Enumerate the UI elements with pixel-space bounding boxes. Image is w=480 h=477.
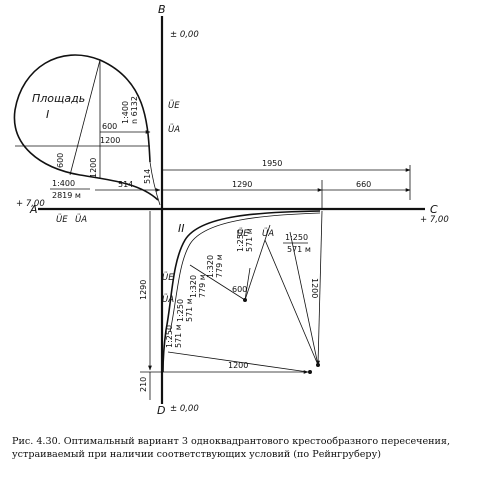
dim-1290-vertical: 1290 [139, 280, 148, 300]
ramp-code-ua-left: ÜA [75, 214, 87, 225]
area-title: Площадь [32, 92, 85, 105]
dim-1290-horizontal: 1290 [232, 180, 252, 189]
radius-1250-a: 1:250 [236, 229, 245, 252]
junction-number: II [178, 222, 185, 235]
radius-1250-b: 1:250 [285, 233, 308, 242]
radial-line-2 [189, 264, 246, 301]
dim-514-horizontal: 514 [118, 180, 133, 189]
center-point-bottom [308, 370, 312, 374]
radial-line-5 [289, 231, 319, 366]
radial-line-4 [264, 239, 319, 366]
dim-514-vertical: 514 [143, 169, 152, 184]
radius-571-a: 571 м [245, 228, 254, 252]
dim-1400: 1:400 [52, 179, 75, 188]
ramp-code-ua-top: ÜA [168, 124, 180, 135]
loop-ramp-area-1 [13, 54, 159, 201]
ramp-code-ue-left: ÜE [56, 214, 68, 225]
ramp-curve-ii [162, 210, 321, 373]
radial-line-1 [244, 267, 251, 301]
radius-1320-b: 1:320 [189, 275, 198, 298]
radius-1250-d: 1:250 [165, 325, 174, 348]
radius-571-d: 571 м [174, 324, 183, 348]
dim-1200-bottom: 1200 [228, 361, 248, 370]
center-point-right [316, 363, 320, 367]
dim-600-top: 600 [102, 122, 117, 131]
dim-1400-vertical: 1:400 [121, 101, 130, 124]
ramp-code-ua-low: ÜA [162, 294, 174, 305]
ramp-curve-ii-inner [169, 212, 321, 333]
radius-779-b: 779 м [198, 274, 207, 298]
radius-571-c: 571 м [185, 298, 194, 322]
elevation-south: ± 0,00 [170, 404, 199, 414]
dim-1950: 1950 [262, 159, 282, 168]
radial-line-3 [244, 224, 271, 301]
axis-label-south: D [157, 404, 165, 417]
ramp-code-ue-low: ÜE [162, 272, 174, 283]
ramp-code-ua-mid: ÜA [262, 228, 274, 239]
area-radius-diagonal [69, 59, 101, 176]
loop-guide [149, 161, 161, 206]
dim-1200-vertical: 1200 [89, 158, 98, 178]
area-number: I [46, 108, 49, 121]
dim-600-diag: 600 [56, 153, 65, 168]
axis-label-east: C [430, 203, 438, 216]
dim-660: 660 [356, 180, 371, 189]
radial-line-bottom [167, 351, 309, 373]
axis-label-west: A [29, 203, 38, 216]
figure-caption: Рис. 4.30. Оптимальный вариант 3 одноква… [12, 436, 451, 460]
radius-1320-a: 1:320 [206, 255, 215, 278]
dim-line-1200-right [316, 210, 323, 366]
dim-1200-top: 1200 [100, 136, 120, 145]
radius-779-a: 779 м [215, 254, 224, 278]
dim-210: 210 [139, 377, 148, 392]
elevation-west: + 7,00 [16, 199, 45, 209]
elevation-north: ± 0,00 [170, 30, 199, 40]
ramp-code-ue-mid: ÜE [237, 228, 249, 239]
dim-2819: 2819 м [52, 191, 81, 200]
dim-1200-right: 1200 [310, 278, 319, 298]
elevation-east: + 7,00 [420, 215, 449, 225]
radius-571-b: 571 м [287, 245, 311, 254]
center-point-mid [243, 298, 247, 302]
ramp-code-ue-top: ÜE [168, 100, 180, 111]
dim-6132: n 6132 [130, 96, 139, 124]
axis-label-north: B [158, 3, 166, 16]
dim-600-mid: 600 [232, 285, 247, 294]
radius-1250-c: 1:250 [176, 299, 185, 322]
intersection-diagram: B D A C ± 0,00 ± 0,00 + 7,00 + 7,00 Площ… [13, 3, 449, 417]
